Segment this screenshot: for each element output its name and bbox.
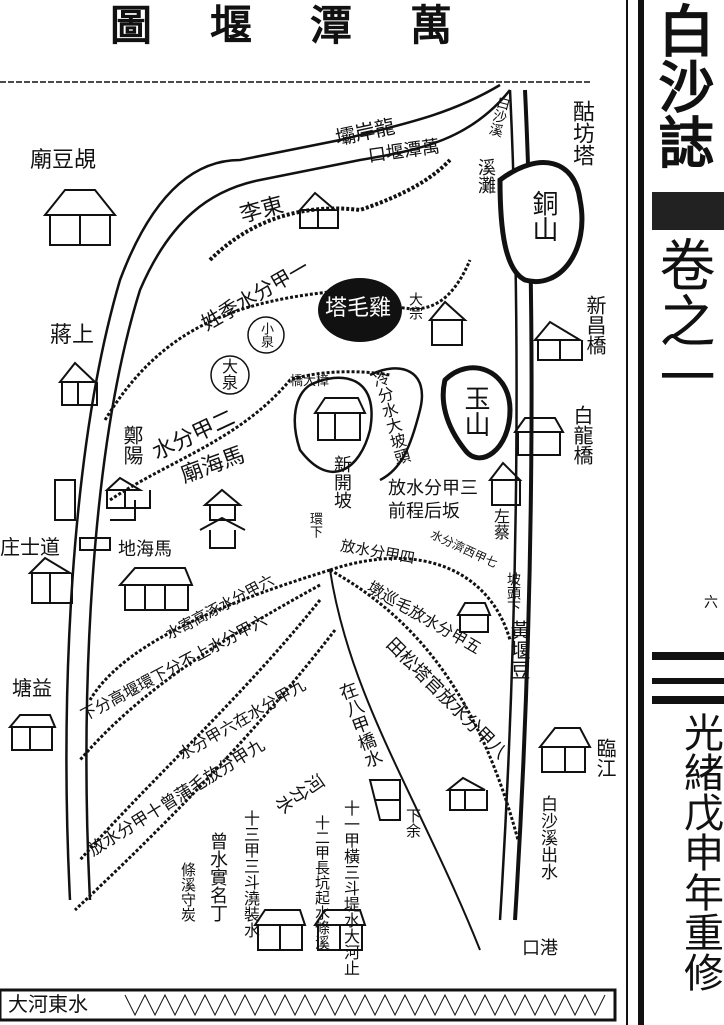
label-tiao-xi: 條溪守炭 [179, 862, 197, 922]
label-huan-xia: 環下 [307, 512, 322, 538]
book-title: 白沙誌 [649, 2, 715, 170]
daoshi-bridge [79, 537, 111, 551]
label-da-zong: 大宗 [407, 292, 423, 320]
label-gufang-ta: 酤坊塔 [569, 100, 594, 166]
house-icon [57, 361, 98, 406]
house-icon [104, 476, 151, 509]
label-da-qiao: 樟大橋 [290, 374, 330, 389]
tong-shan-hill [497, 160, 585, 284]
label-jia13: 十三甲三斗澆裝水 [241, 810, 260, 938]
label-daoshi-zhuang: 道士庄 [0, 535, 60, 559]
levee-left [65, 83, 501, 901]
label-xi-tan: 溪灘 [475, 158, 496, 194]
label-xiao-quan: 小泉 [258, 322, 273, 348]
house-icon [117, 567, 194, 611]
label-xinkai-po: 新開坡 [331, 455, 352, 509]
label-jia12: 十二甲長坑起水條溪 [313, 815, 331, 950]
canal-upper [208, 158, 452, 262]
house-icon [456, 602, 492, 633]
canal-jia10 [73, 629, 337, 912]
canal-jia4 [329, 556, 512, 641]
bridge-house-icon [513, 417, 565, 456]
enclosure [369, 367, 424, 482]
fishtail-bar [652, 696, 724, 704]
canal-jia2 [109, 370, 391, 502]
label-dahe-dongshui: 大河東水 [8, 992, 88, 1016]
canal-jia9 [78, 599, 322, 861]
pagoda-icon [199, 488, 246, 549]
house-icon [487, 461, 523, 506]
jimao-ta-hill [318, 278, 402, 342]
label-da-quan: 大泉 [219, 358, 238, 390]
label-shang-jiang: 上蔣 [50, 323, 95, 348]
label-bailong-qiao: 白龍橋 [570, 405, 594, 465]
house-icon [368, 779, 401, 821]
house-icon [253, 909, 307, 951]
label-yu-shan: 玉山 [460, 385, 490, 437]
house-icon [532, 320, 584, 361]
enclosure [293, 376, 373, 473]
dahe-river [0, 988, 617, 1022]
house-icon [537, 727, 592, 773]
map-title: 萬潭堰圖 [110, 1, 511, 50]
fishtail-bar [652, 678, 724, 684]
label-xia-yu: 下余 [404, 808, 422, 838]
canal-jia5 [329, 568, 520, 841]
house-icon [54, 479, 136, 521]
label-xinchang-qiao: 新昌橋 [583, 295, 607, 355]
label-jia3: 三甲分水放 [388, 478, 478, 499]
label-jia11: 十一甲橫三斗堤水大河止 [341, 800, 360, 976]
river-waves [124, 993, 606, 1017]
label-huang-yan: 黃堰豆 [507, 620, 531, 680]
levee-left-inner [85, 89, 511, 901]
label-tong-shan: 銅山 [528, 190, 558, 242]
volume-label: 卷之一 [650, 236, 715, 404]
house-icon [313, 397, 367, 441]
yu-shan-hill [440, 365, 513, 461]
label-lin-jiang: 臨江 [593, 738, 617, 778]
label-potou-xia: 坡頭下 [505, 572, 521, 614]
da-quan-spring [210, 355, 250, 395]
house-icon [42, 189, 118, 246]
label-guandou-miao: 覘豆廟 [30, 148, 97, 173]
house-icon [27, 556, 74, 604]
house-icon [427, 300, 468, 346]
label-jimao-ta: 雞毛塔 [325, 296, 392, 321]
xiao-quan-spring [247, 316, 285, 354]
fishtail-ornament [652, 192, 724, 230]
houses [7, 189, 592, 951]
house-icon [7, 714, 57, 751]
label-zeng-shui: 曾水實名丁 [207, 832, 228, 922]
house-icon [297, 191, 339, 229]
fishtail-bar [652, 652, 724, 660]
canal-jia6b [78, 583, 321, 761]
label-zuo-cai: 左蔡 [491, 508, 510, 540]
label-zheng-yang: 鄭陽 [120, 425, 144, 465]
house-icon [313, 909, 367, 951]
label-yi-tang: 益塘 [12, 676, 52, 700]
label-qiancheng: 前程后坂 [388, 501, 460, 522]
label-gang-kou: 港口 [522, 938, 558, 959]
label-baisha-chushui: 白沙溪出水 [537, 795, 557, 880]
page-number: 六 [704, 595, 718, 611]
canal-jia8 [329, 569, 481, 951]
label-mahai-di: 馬海地 [118, 539, 172, 560]
edition-label: 光緒戊申年重修 [677, 712, 723, 992]
house-icon [445, 776, 488, 811]
